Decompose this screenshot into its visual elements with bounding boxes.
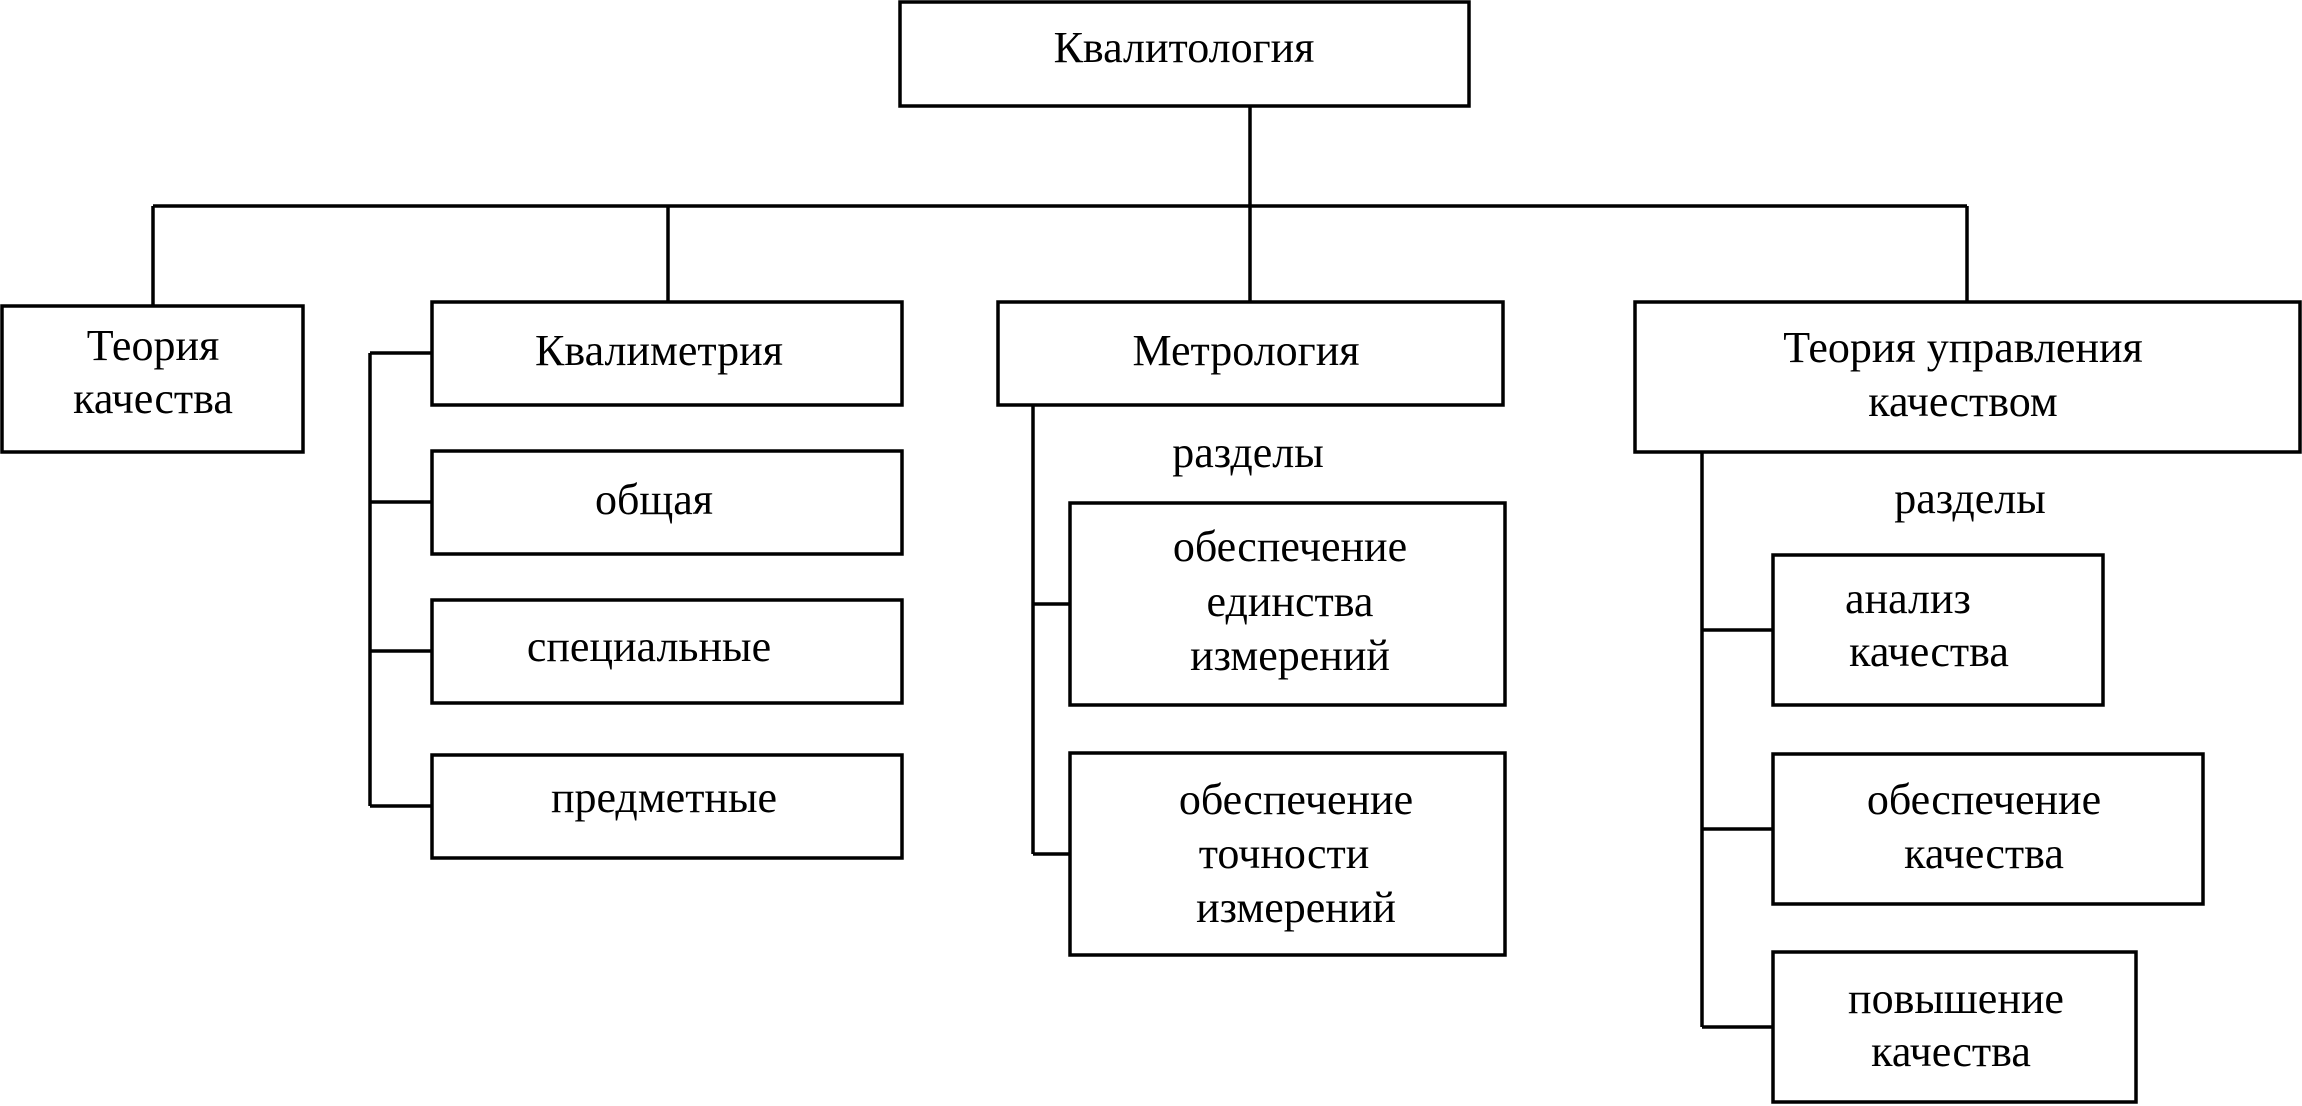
node-quality-analysis: анализ качества [1771, 553, 2105, 707]
node-metrology-unity: обеспечение единства измерений [1068, 501, 1507, 707]
node-quality-management: Теория управления качеством [1633, 300, 2302, 454]
node-qualimetry-special-label: специальные [527, 622, 771, 671]
node-metrology-accuracy-line-3: измерений [1196, 883, 1396, 932]
node-quality-theory-line-1: Теория [87, 321, 220, 370]
node-quality-assurance-line-2: качества [1904, 829, 2064, 878]
connectors [151, 106, 1969, 1029]
node-metrology-unity-line-1: обеспечение [1173, 522, 1407, 571]
node-metrology-unity-line-3: измерений [1190, 631, 1390, 680]
metrology-sections-label: разделы [1172, 428, 1324, 477]
node-quality-improvement-line-2: качества [1871, 1027, 2031, 1076]
node-metrology-accuracy-line-1: обеспечение [1179, 775, 1413, 824]
node-qualimetry-subject-label: предметные [551, 773, 777, 822]
node-quality-management-line-2: качеством [1868, 377, 2057, 426]
node-metrology-unity-line-2: единства [1207, 577, 1374, 626]
node-qualimetry-general: общая [430, 449, 904, 556]
node-quality-improvement: повышение качества [1771, 950, 2138, 1104]
node-metrology-accuracy: обеспечение точности измерений [1068, 751, 1507, 957]
node-qualimetry-label: Квалиметрия [535, 326, 783, 375]
node-quality-theory: Теория качества [0, 304, 305, 454]
node-quality-assurance-line-1: обеспечение [1867, 775, 2101, 824]
management-sections-label: разделы [1894, 474, 2046, 523]
node-quality-management-line-1: Теория управления [1783, 323, 2143, 372]
node-quality-analysis-line-2: качества [1849, 627, 2009, 676]
node-quality-theory-line-2: качества [73, 374, 233, 423]
node-quality-assurance: обеспечение качества [1771, 752, 2205, 906]
node-qualimetry-special: специальные [430, 598, 904, 705]
node-qualimetry-general-label: общая [595, 475, 713, 524]
node-quality-improvement-line-1: повышение [1848, 974, 2064, 1023]
node-metrology-accuracy-line-2: точности [1199, 829, 1370, 878]
node-metrology-label: Метрология [1132, 326, 1359, 375]
node-root: Квалитология [898, 0, 1471, 108]
node-qualimetry: Квалиметрия [430, 300, 904, 407]
node-metrology: Метрология [996, 300, 1505, 407]
node-root-label: Квалитология [1054, 23, 1315, 72]
node-quality-analysis-line-1: анализ [1845, 574, 1971, 623]
node-qualimetry-subject: предметные [430, 753, 904, 860]
